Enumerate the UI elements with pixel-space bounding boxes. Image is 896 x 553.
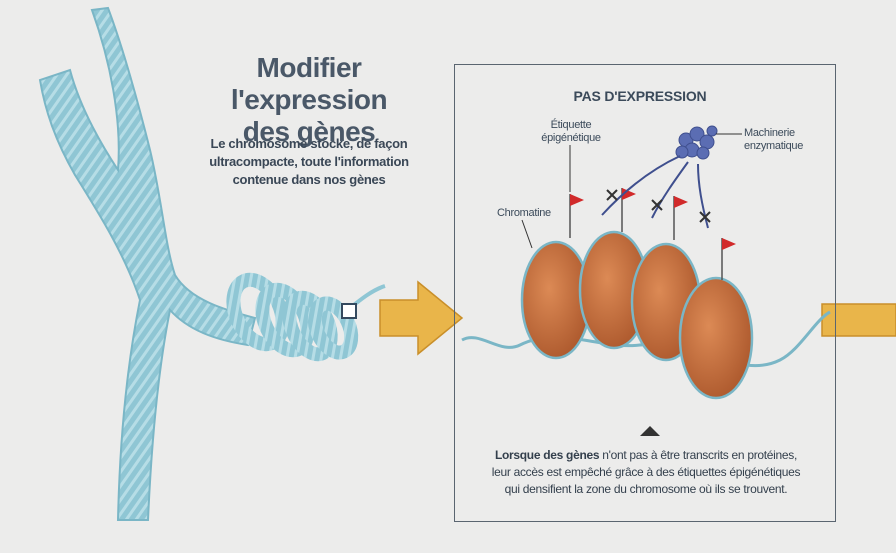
tag-label-line-2: épigénétique <box>540 132 602 145</box>
tag-label: Étiquette épigénétique <box>540 119 602 145</box>
machinery-label-line-2: enzymatique <box>744 140 824 153</box>
page-title: Modifier l'expression des gènes <box>176 52 442 148</box>
panel-caption: Lorsque des gènes n'ont pas à être trans… <box>466 447 826 498</box>
description-line-3: contenue dans nos gènes <box>196 171 422 189</box>
caption-line-1: Lorsque des gènes n'ont pas à être trans… <box>466 447 826 464</box>
zoom-box <box>342 304 356 318</box>
caption-bold-lead: Lorsque des gènes <box>495 448 599 462</box>
panel-title: PAS D'EXPRESSION <box>540 88 740 104</box>
caption-line-3: qui densifient la zone du chromosome où … <box>466 481 826 498</box>
machinery-label: Machinerie enzymatique <box>744 127 824 153</box>
description-line-1: Le chromosome stocke, de façon <box>196 135 422 153</box>
tag-label-line-1: Étiquette <box>540 119 602 132</box>
arrow-right-icon <box>380 282 462 354</box>
chromatin-label: Chromatine <box>497 207 551 220</box>
title-line-1: Modifier l'expression <box>176 52 442 116</box>
caption-line-2: leur accès est empêché grâce à des étiqu… <box>466 464 826 481</box>
machinery-label-line-1: Machinerie <box>744 127 824 140</box>
caption-line-1-rest: n'ont pas à être transcrits en protéines… <box>599 448 797 462</box>
description-line-2: ultracompacte, toute l'information <box>196 153 422 171</box>
description: Le chromosome stocke, de façon ultracomp… <box>196 135 422 189</box>
